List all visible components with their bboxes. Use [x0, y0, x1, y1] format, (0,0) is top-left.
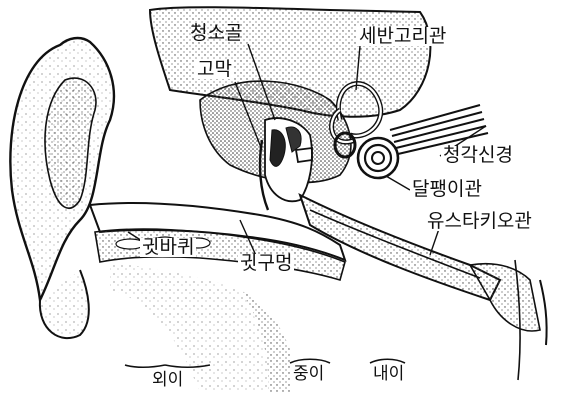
- label-semicircular-canals: 세반고리관: [357, 27, 448, 46]
- region-middle-ear: 중이: [293, 366, 324, 383]
- inner-ear-bracket: [370, 359, 405, 363]
- label-auditory-nerve: 청각신경: [441, 146, 515, 165]
- label-pinna: 귓바퀴: [140, 238, 196, 257]
- neck-tissue: [110, 262, 268, 393]
- label-eustachian-tube: 유스타키오관: [425, 212, 534, 231]
- label-ossicles: 청소골: [190, 24, 242, 43]
- cochlea-shape: [358, 138, 398, 178]
- region-inner-ear: 내이: [373, 366, 404, 383]
- middle-ear-bracket: [290, 359, 330, 363]
- label-ear-canal: 귓구멍: [238, 254, 294, 273]
- region-outer-ear: 외이: [152, 372, 183, 389]
- label-eardrum: 고막: [195, 60, 234, 79]
- label-cochlea: 달팽이관: [410, 180, 484, 199]
